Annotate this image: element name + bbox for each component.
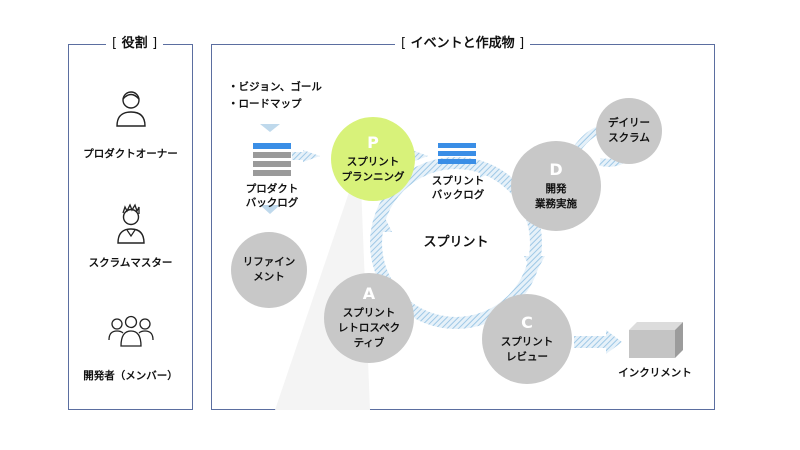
role-product-owner-label: プロダクトオーナー (83, 148, 178, 160)
daily-scrum-line2: スクラム (608, 132, 650, 144)
development-line2: 業務実施 (535, 197, 577, 210)
planning-line1: スプリント (346, 155, 400, 168)
retro-line2: レトロスペク (337, 322, 401, 334)
development-circle: D 開発 業務実施 (511, 141, 601, 231)
increment-box-icon (629, 322, 683, 358)
refinement-line1: リファイン (242, 256, 296, 268)
refinement-circle: リファイン メント (231, 232, 307, 308)
product-backlog-label: プロダクト バックログ (232, 182, 312, 210)
review-line1: スプリント (500, 335, 554, 348)
bullet-roadmap-text: ロードマップ (238, 98, 302, 110)
roles-title-text: 役割 (121, 36, 148, 51)
bullet-roadmap: ・ロードマップ (228, 97, 302, 111)
events-title-text: イベントと作成物 (410, 36, 515, 51)
bullet-vision-goal: ・ビジョン、ゴール (228, 80, 322, 94)
product-backlog-line1: プロダクト (245, 183, 299, 195)
sprint-backlog-label: スプリント バックログ (418, 174, 498, 202)
increment-label: インクリメント (618, 367, 692, 379)
sprint-review-circle: C スプリント レビュー (482, 294, 572, 384)
bullet-mark: ・ (228, 98, 239, 110)
refinement-line2: メント (253, 271, 285, 283)
retro-letter: A (362, 284, 376, 303)
review-letter: C (521, 312, 533, 332)
person-icon (116, 91, 146, 127)
group-icon (108, 315, 154, 347)
daily-scrum-circle: デイリー スクラム (596, 98, 662, 164)
retrospective-circle: A スプリント レトロスペク ティブ (324, 273, 414, 363)
sprint-label: スプリント (423, 235, 489, 250)
bullet-vision-goal-text: ビジョン、ゴール (238, 81, 322, 93)
retro-line3: ティブ (353, 337, 385, 349)
bullet-mark: ・ (228, 81, 239, 93)
planning-line2: プランニング (341, 170, 405, 183)
retro-line1: スプリント (342, 307, 396, 319)
events-title: [ イベントと作成物 ] (395, 36, 531, 52)
sprint-planning-circle: P スプリント プランニング (331, 117, 415, 201)
role-developers-label: 開発者（メンバー） (83, 370, 178, 382)
sprint-backlog-stack-icon (438, 143, 476, 164)
planning-letter: P (367, 132, 379, 152)
product-backlog-stack-icon (253, 143, 291, 176)
daily-scrum-line1: デイリー (608, 117, 650, 129)
sprint-backlog-line1: スプリント (431, 175, 485, 187)
product-backlog-line2: バックログ (245, 197, 299, 209)
roles-title: [ 役割 ] (106, 36, 164, 52)
role-scrum-master-label: スクラムマスター (88, 257, 173, 269)
sprint-backlog-line2: バックログ (431, 189, 485, 201)
development-line1: 開発 (545, 182, 567, 195)
development-letter: D (549, 159, 563, 179)
person-spiky-hair-icon (117, 203, 145, 244)
review-line2: レビュー (506, 350, 548, 363)
